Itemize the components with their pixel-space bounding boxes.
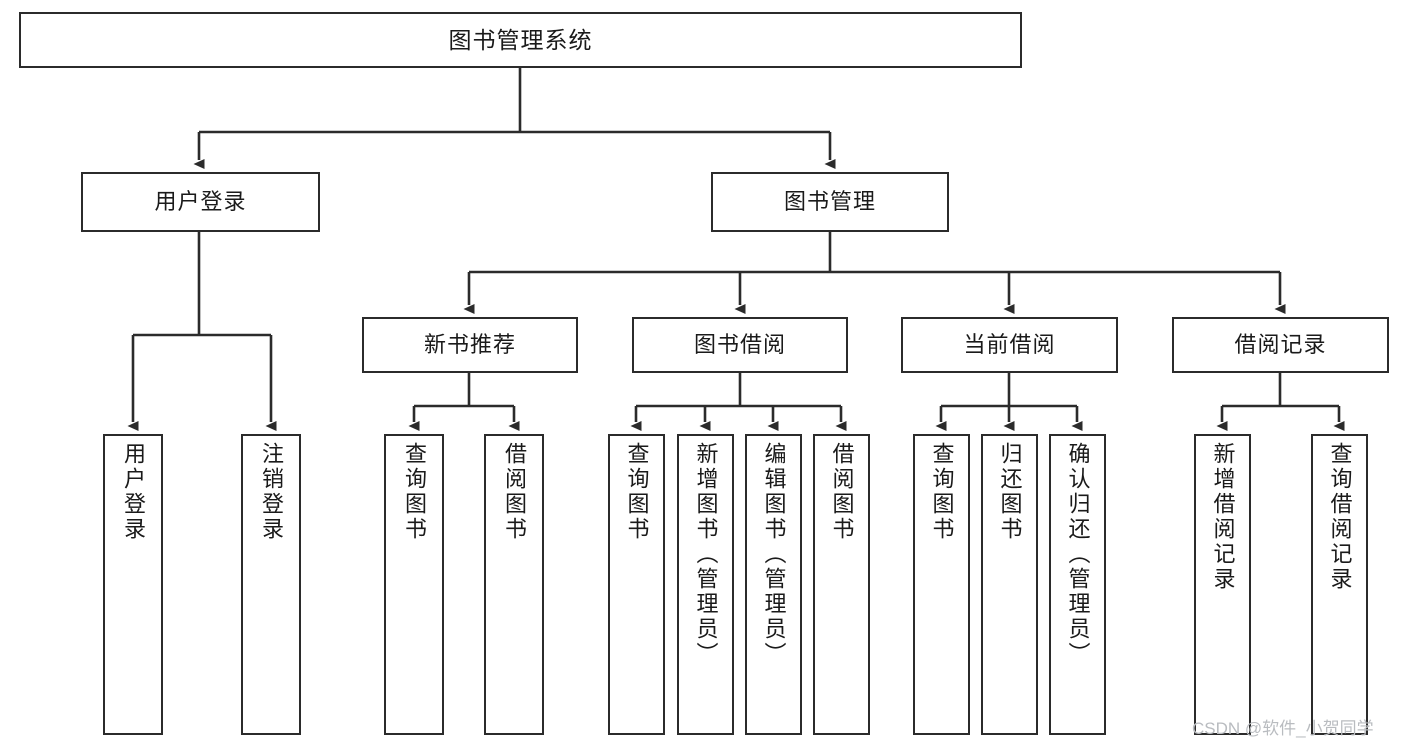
node-book-borrow-label: 图书借阅 — [693, 332, 786, 358]
node-leaf-label: 查询图书 — [929, 442, 955, 542]
node-book-management-label: 图书管理 — [783, 189, 876, 215]
csdn-watermark: CSDN @软件_小贺同学 — [1192, 719, 1374, 738]
node-new-book-recommend[interactable]: 新书推荐 — [362, 317, 578, 373]
node-leaf-label: 查询借阅记录 — [1327, 442, 1353, 592]
node-leaf-label: 新增图书（管理员） — [693, 442, 719, 667]
node-root-label: 图书管理系统 — [448, 26, 593, 53]
node-book-management[interactable]: 图书管理 — [711, 172, 949, 232]
node-leaf-current-borrow-confirm-return[interactable]: 确认归还（管理员） — [1049, 434, 1106, 735]
node-leaf-user-login-signin[interactable]: 用户登录 — [103, 434, 163, 735]
node-current-borrow-label: 当前借阅 — [963, 332, 1056, 358]
node-leaf-book-borrow-add[interactable]: 新增图书（管理员） — [677, 434, 734, 735]
node-book-borrow[interactable]: 图书借阅 — [632, 317, 848, 373]
node-current-borrow[interactable]: 当前借阅 — [901, 317, 1118, 373]
node-user-login-label: 用户登录 — [154, 189, 247, 215]
node-leaf-user-login-signout[interactable]: 注销登录 — [241, 434, 301, 735]
node-leaf-current-borrow-query[interactable]: 查询图书 — [913, 434, 970, 735]
node-leaf-label: 借阅图书 — [829, 442, 855, 542]
node-leaf-label: 新增借阅记录 — [1210, 442, 1236, 592]
node-root-book-management-system[interactable]: 图书管理系统 — [19, 12, 1022, 68]
node-leaf-new-book-borrow[interactable]: 借阅图书 — [484, 434, 544, 735]
node-leaf-borrow-record-add[interactable]: 新增借阅记录 — [1194, 434, 1251, 735]
node-leaf-label: 借阅图书 — [502, 442, 527, 542]
node-borrow-record[interactable]: 借阅记录 — [1172, 317, 1389, 373]
node-leaf-label: 查询图书 — [402, 442, 427, 542]
node-leaf-book-borrow-borrow[interactable]: 借阅图书 — [813, 434, 870, 735]
node-leaf-label: 确认归还（管理员） — [1065, 442, 1091, 667]
node-leaf-new-book-query[interactable]: 查询图书 — [384, 434, 444, 735]
node-leaf-label: 归还图书 — [997, 442, 1023, 542]
node-borrow-record-label: 借阅记录 — [1234, 332, 1327, 358]
node-leaf-current-borrow-return[interactable]: 归还图书 — [981, 434, 1038, 735]
node-leaf-borrow-record-query[interactable]: 查询借阅记录 — [1311, 434, 1368, 735]
node-new-book-recommend-label: 新书推荐 — [423, 332, 516, 358]
node-leaf-book-borrow-edit[interactable]: 编辑图书（管理员） — [745, 434, 802, 735]
node-leaf-label: 用户登录 — [121, 442, 146, 542]
node-leaf-book-borrow-query[interactable]: 查询图书 — [608, 434, 665, 735]
node-leaf-label: 查询图书 — [624, 442, 650, 542]
node-leaf-label: 编辑图书（管理员） — [761, 442, 787, 667]
node-user-login[interactable]: 用户登录 — [81, 172, 320, 232]
node-leaf-label: 注销登录 — [259, 442, 284, 542]
